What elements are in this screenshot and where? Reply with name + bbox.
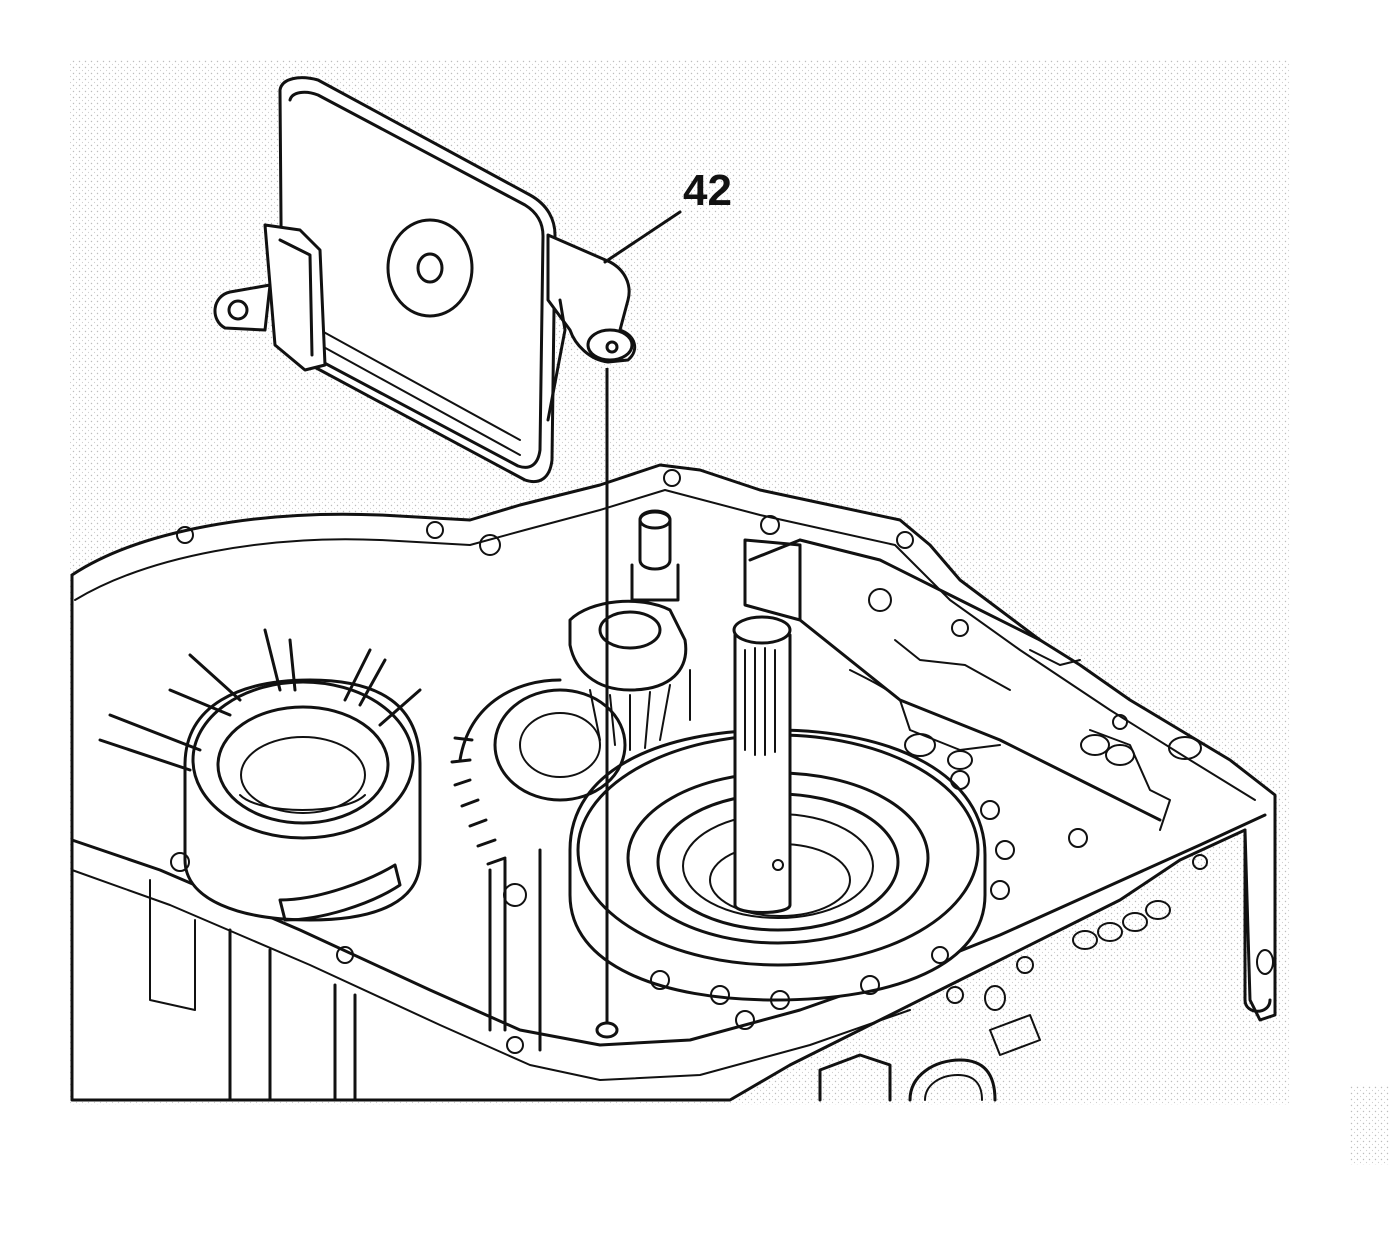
- flange-bolt-holes: [170, 469, 1208, 1054]
- right-valve-plate: [798, 538, 1274, 1013]
- lower-right-bosses: [818, 1014, 1041, 1102]
- center-gear-assembly: [450, 509, 1015, 1010]
- callout-42-leader: [603, 210, 682, 264]
- stipple-corner: [1350, 1085, 1390, 1165]
- left-bore-housing: [98, 628, 422, 922]
- callout-42-label: 42: [683, 166, 732, 215]
- ring-bolt-holes: [650, 770, 1015, 1010]
- valve-lugs: [904, 733, 1274, 1011]
- target-bore: [595, 1021, 619, 1039]
- filter-assembly: [213, 76, 637, 484]
- callout-42: 42: [603, 166, 732, 264]
